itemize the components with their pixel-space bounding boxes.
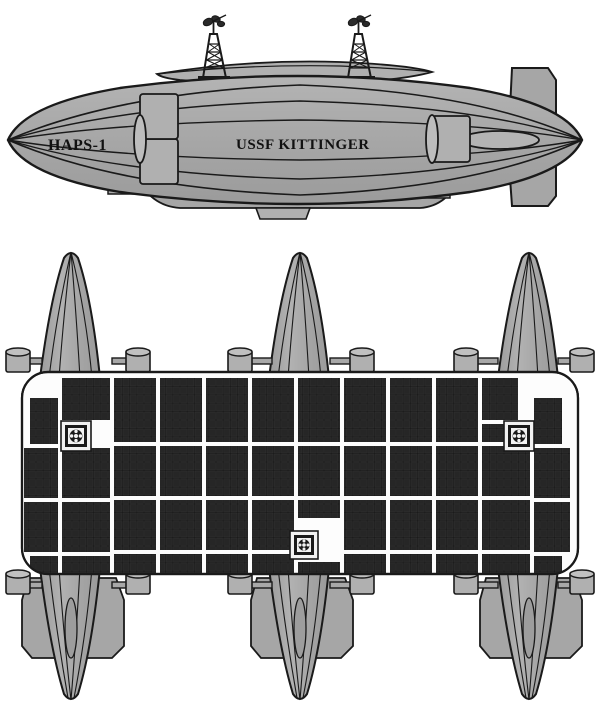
center-hull-aft	[267, 567, 331, 701]
engine-nacelle-aft	[425, 114, 471, 164]
hatch-port-forward	[60, 420, 92, 452]
port-hull-aft	[38, 567, 102, 701]
solar-panel	[482, 500, 530, 550]
solar-panel	[534, 448, 570, 498]
solar-panel	[344, 446, 386, 496]
midship-label: USSF KITTINGER	[236, 137, 370, 153]
solar-panel	[390, 554, 432, 574]
mast-forward-antennas	[202, 14, 227, 28]
solar-panel	[390, 446, 432, 496]
solar-panel	[534, 398, 562, 444]
port-hull-forward	[38, 251, 102, 379]
nacelle-pod-3	[227, 347, 273, 373]
nacelle-pod-6	[557, 347, 595, 373]
mast-aft-antennas	[347, 14, 372, 28]
solar-panel-array	[24, 378, 570, 574]
solar-panel	[482, 446, 530, 496]
solar-panel	[436, 378, 478, 442]
solar-panel	[160, 500, 202, 550]
solar-panel	[482, 378, 518, 420]
nacelle-pod-7	[5, 569, 43, 595]
engine-nacelle-forward	[133, 93, 179, 185]
plan-hull-lobes-forward	[38, 251, 560, 379]
nacelle-pod-5	[453, 347, 499, 373]
solar-panel	[206, 446, 248, 496]
nacelle-pods-forward	[5, 347, 595, 373]
nacelle-pod-12	[557, 569, 595, 595]
nacelle-pods-aft	[5, 569, 595, 595]
plan-top-view	[5, 251, 595, 701]
center-hull-forward	[267, 251, 331, 379]
solar-panel	[390, 500, 432, 550]
ventral-sensor-pod	[254, 207, 312, 220]
aft-access-port	[460, 130, 540, 150]
nacelle-pod-4	[329, 347, 375, 373]
solar-panel	[62, 448, 110, 498]
solar-panel	[436, 554, 478, 574]
solar-panel	[30, 556, 58, 574]
plan-hull-lobes-aft	[21, 567, 583, 701]
solar-panel	[252, 554, 294, 574]
solar-panel	[24, 448, 58, 498]
solar-panel	[114, 554, 156, 574]
solar-panel	[160, 446, 202, 496]
nacelle-pod-2	[111, 347, 151, 373]
solar-panel	[62, 502, 110, 552]
hatch-center-aft	[289, 530, 319, 560]
solar-panel	[160, 554, 202, 574]
solar-panel	[344, 500, 386, 550]
solar-panel	[298, 562, 340, 574]
solar-panel	[298, 446, 340, 496]
solar-panel	[344, 378, 386, 442]
solar-panel	[344, 554, 386, 574]
solar-panel	[436, 446, 478, 496]
solar-panel	[436, 500, 478, 550]
solar-panel	[252, 500, 294, 550]
solar-panel	[298, 500, 340, 518]
solar-panel	[534, 502, 570, 552]
solar-panel	[30, 398, 58, 444]
solar-panel	[62, 378, 110, 420]
hatch-starboard-forward	[503, 420, 535, 452]
solar-panel	[62, 556, 110, 574]
solar-panel	[206, 500, 248, 550]
nacelle-pod-1	[5, 347, 43, 373]
solar-panel	[160, 378, 202, 442]
starboard-hull-aft	[496, 567, 560, 701]
bow-label: HAPS-1	[48, 137, 107, 154]
solar-panel	[114, 500, 156, 550]
solar-panel	[534, 556, 562, 574]
solar-panel	[252, 378, 294, 442]
solar-panel	[24, 502, 58, 552]
solar-panel	[206, 554, 248, 574]
solar-panel	[298, 378, 340, 442]
solar-panel	[390, 378, 432, 442]
solar-deck	[20, 370, 580, 576]
solar-panel	[206, 378, 248, 442]
solar-panel	[114, 378, 156, 442]
side-elevation-view: HAPS-1 USSF KITTINGER	[6, 14, 584, 220]
solar-panel	[482, 554, 530, 574]
solar-panel	[252, 446, 294, 496]
starboard-hull-forward	[496, 251, 560, 379]
solar-panel	[114, 446, 156, 496]
